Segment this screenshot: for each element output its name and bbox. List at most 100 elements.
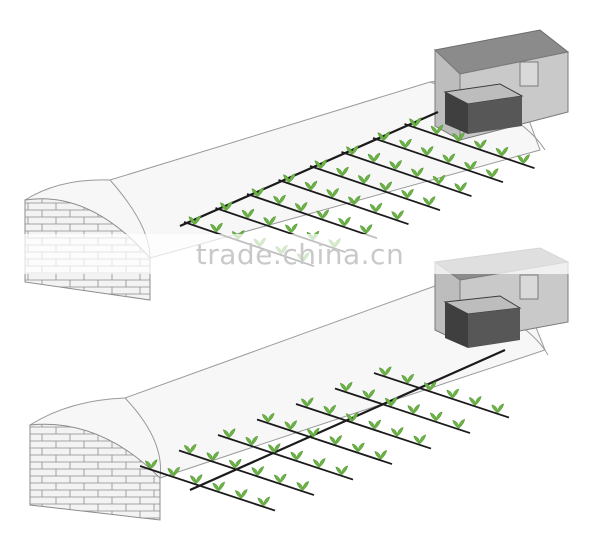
top-seedling-icon <box>316 209 330 219</box>
top-seedling-icon <box>454 182 467 192</box>
bottom-seedling-icon <box>290 450 304 461</box>
water-tank-bottom-icon <box>443 295 522 348</box>
top-seedling-icon <box>401 188 414 199</box>
top-seedling-icon <box>338 216 351 227</box>
top-seedling-icon <box>379 181 393 191</box>
watermark-band <box>0 234 600 274</box>
bottom-seedling-icon <box>167 466 181 477</box>
bottom-seedling-icon <box>273 473 287 484</box>
top-seedling-icon <box>283 173 296 183</box>
bottom-seedling-icon <box>491 403 505 414</box>
top-seedling-icon <box>430 124 444 135</box>
bottom-seedling-icon <box>267 443 281 453</box>
top-seedling-icon <box>485 168 499 178</box>
top-seedling-icon <box>377 131 391 141</box>
top-drip-line-icon <box>341 151 472 198</box>
top-seedling-icon <box>251 187 265 197</box>
top-seedling-icon <box>304 180 318 191</box>
bottom-seedling-icon <box>189 474 203 484</box>
top-drip-line-icon <box>309 165 441 212</box>
bottom-seedling-icon <box>144 459 158 469</box>
greenhouse-bottom-brick-wall-icon <box>29 423 161 521</box>
bottom-seedling-icon <box>413 434 427 445</box>
bottom-seedling-icon <box>245 435 259 446</box>
bottom-seedling-icon <box>212 481 226 492</box>
bottom-seedling-icon <box>312 458 326 468</box>
top-seedling-icon <box>422 196 436 206</box>
bottom-seedling-icon <box>284 420 298 430</box>
bottom-seedling-icon <box>222 428 236 438</box>
top-seedling-icon <box>294 202 308 212</box>
top-seedling-icon <box>420 146 434 156</box>
bottom-seedling-icon <box>251 466 265 476</box>
bottom-drip-line-icon <box>139 465 276 512</box>
top-seedling-icon <box>369 202 383 213</box>
top-seedling-icon <box>263 216 276 226</box>
bottom-seedling-icon <box>423 381 437 391</box>
top-seedling-icon <box>464 160 477 171</box>
top-seedling-icon <box>348 195 361 205</box>
top-seedling-icon <box>452 132 465 142</box>
top-seedling-icon <box>336 166 349 177</box>
top-seedling-icon <box>346 145 359 155</box>
top-seedling-icon <box>326 188 339 198</box>
bottom-seedling-icon <box>368 419 382 430</box>
top-drip-line-icon <box>404 123 535 170</box>
mainline-pipe-bottom-icon <box>189 348 506 492</box>
top-seedling-icon <box>285 223 298 233</box>
bottom-seedling-icon <box>390 427 404 437</box>
top-seedling-icon <box>442 153 456 163</box>
top-drip-line-icon <box>246 193 378 240</box>
bottom-seedling-icon <box>401 373 415 384</box>
bottom-seedling-icon <box>362 389 376 399</box>
bottom-seedling-icon <box>407 404 421 414</box>
top-seedling-icon <box>273 194 286 205</box>
bottom-seedling-icon <box>429 411 443 422</box>
top-seedling-icon <box>391 210 404 220</box>
bottom-seedling-icon <box>351 442 365 453</box>
bottom-seedling-icon <box>234 489 248 499</box>
top-seedling-icon <box>314 159 328 169</box>
top-seedling-icon <box>389 160 402 170</box>
bottom-seedling-icon <box>329 435 343 445</box>
bottom-drip-line-icon <box>334 387 471 434</box>
top-seedling-icon <box>517 154 530 164</box>
top-seedling-icon <box>188 215 202 225</box>
top-seedling-icon <box>357 174 371 184</box>
bottom-drip-line-icon <box>178 449 315 496</box>
bottom-drip-line-icon <box>217 434 354 481</box>
greenhouse-bottom-ridge-line <box>124 397 162 479</box>
bottom-seedling-icon <box>300 397 314 407</box>
bottom-seedling-icon <box>468 396 482 406</box>
top-seedling-icon <box>220 201 233 211</box>
top-drip-line-icon <box>278 179 409 226</box>
bottom-seedling-icon <box>257 496 271 507</box>
bottom-seedling-icon <box>452 419 466 429</box>
bottom-seedling-icon <box>323 404 337 415</box>
bottom-drip-line-icon <box>256 418 393 465</box>
top-drip-line-icon <box>372 137 504 184</box>
top-seedling-icon <box>367 152 381 163</box>
bottom-drip-line-icon <box>295 403 432 450</box>
top-seedling-icon <box>359 224 373 234</box>
top-seedling-icon <box>432 174 446 185</box>
top-seedling-icon <box>399 138 412 149</box>
top-seedling-icon <box>210 222 223 233</box>
bottom-drip-line-icon <box>373 372 510 419</box>
bottom-seedling-icon <box>306 427 320 438</box>
greenhouse-top <box>24 29 570 301</box>
bottom-seedling-icon <box>183 443 197 454</box>
bottom-seedling-icon <box>335 465 349 476</box>
top-seedling-icon <box>241 208 255 219</box>
bottom-seedling-icon <box>374 450 388 460</box>
top-seedling-icon <box>474 139 487 149</box>
top-seedling-icon <box>411 167 424 177</box>
bottom-seedling-icon <box>384 396 398 407</box>
bottom-seedling-icon <box>345 412 359 422</box>
bottom-seedling-icon <box>378 366 392 376</box>
bottom-seedling-icon <box>446 388 460 399</box>
watermark-text: trade.china.cn <box>195 238 405 271</box>
top-seedling-icon <box>409 117 422 127</box>
